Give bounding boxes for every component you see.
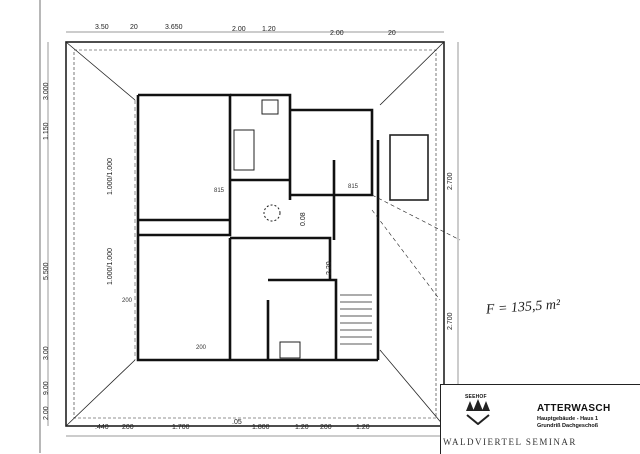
dim-left-5: 9.00 [43, 381, 50, 395]
dim-bottom-8: 1.20 [356, 424, 370, 431]
dim-right-1: 2.700 [447, 312, 454, 330]
dim-right-2: 2.700 [447, 172, 454, 190]
room-label-7: 2.20 [326, 261, 333, 275]
dim-bottom-2: 200 [122, 424, 134, 431]
dim-bottom-4: .05 [232, 419, 242, 426]
room-label-3: 200 [122, 298, 133, 304]
title-block: SEEHOF ATTERWASCH Hauptgebäude - Haus 1 … [440, 384, 640, 454]
dim-bottom-1: .440 [95, 424, 109, 431]
dim-top-5: 1.20 [262, 26, 276, 33]
floor-label: Grundriß Dachgeschoß [537, 423, 599, 429]
room-label-5: 815 [214, 188, 225, 194]
dim-top-2: 20 [130, 24, 138, 31]
room-label-4: 200 [196, 345, 207, 351]
fixtures [233, 99, 301, 359]
dim-top-3: 3.650 [165, 24, 183, 31]
dim-left-1: 3.000 [43, 82, 50, 100]
room-label-6: 815 [348, 184, 359, 190]
dim-bottom-3: 1.700 [172, 424, 190, 431]
stairs [340, 294, 372, 345]
dim-bottom-5: 1.800 [252, 424, 270, 431]
project-title: ATTERWASCH [537, 403, 611, 414]
room-label-8: 0.08 [300, 212, 307, 226]
dim-top-7: 20 [388, 30, 396, 37]
room-label-2: 1.000/1.000 [107, 248, 114, 285]
dim-left-2: 1.150 [43, 122, 50, 140]
dimension-lines [47, 31, 459, 437]
dim-top-6: 2.00 [330, 30, 344, 37]
dim-left-3: 5.500 [43, 262, 50, 280]
seehof-logo-icon [466, 399, 490, 425]
dim-left-4: 3.00 [43, 346, 50, 360]
footer-text: WALDVIERTEL SEMINAR [443, 437, 577, 447]
room-label-1: 1.000/1.000 [107, 158, 114, 195]
walls [136, 93, 380, 362]
annex [371, 134, 461, 301]
roof-outline [65, 41, 445, 427]
building-label: Hauptgebäude - Haus 1 [537, 416, 599, 422]
dim-bottom-7: 200 [320, 424, 332, 431]
dim-left-6: 2.00 [43, 406, 50, 420]
dim-top-4: 2.00 [232, 26, 246, 33]
dim-top-1: 3.50 [95, 24, 109, 31]
dim-bottom-6: 1.20 [295, 424, 309, 431]
logo-text: SEEHOF [465, 394, 487, 400]
